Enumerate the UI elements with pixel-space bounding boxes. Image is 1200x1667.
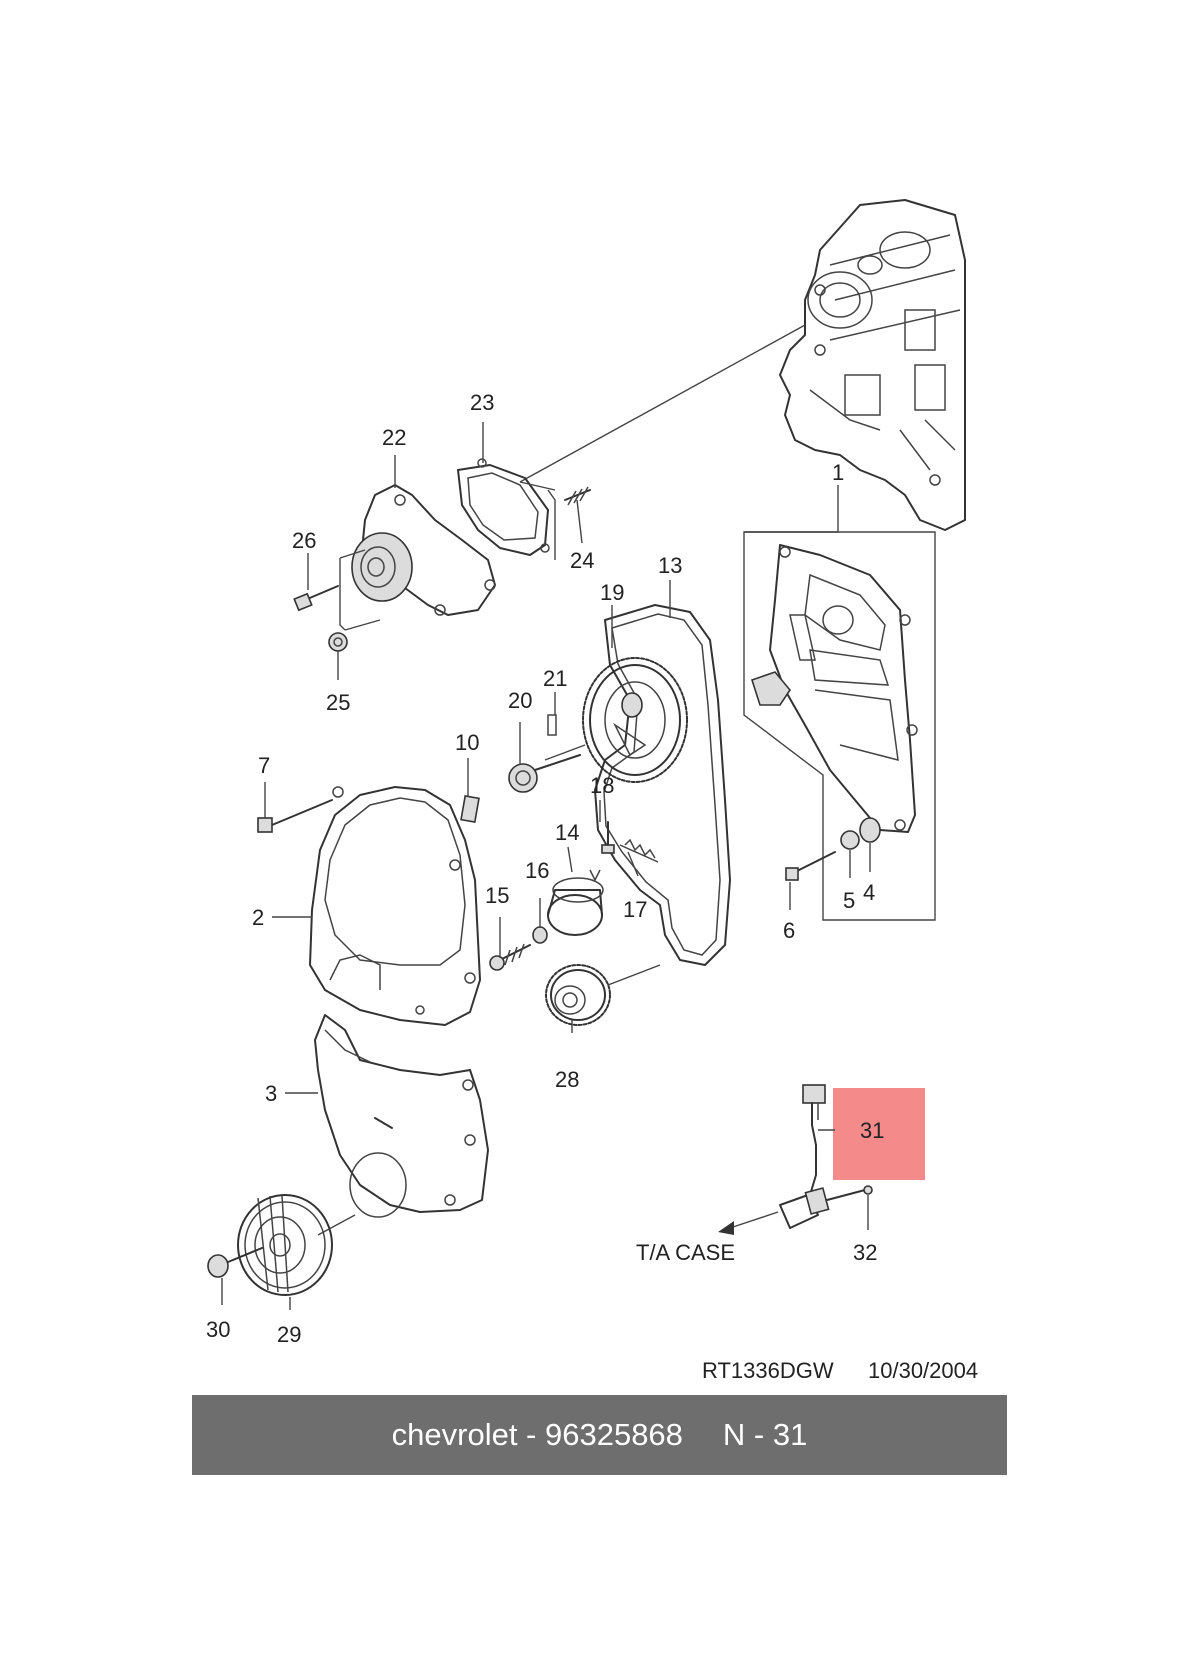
pulley-axis (317, 1214, 356, 1236)
sensor-bolt (863, 1185, 873, 1195)
callout-5: 5 (843, 888, 855, 913)
cam-bolt-axis (544, 744, 586, 761)
camshaft-sprocket (582, 657, 688, 783)
callout-25: 25 (326, 690, 350, 715)
callout-18: 18 (590, 773, 614, 798)
gasket-guide-lines (519, 481, 556, 560)
camshaft-bolt (508, 754, 581, 793)
caption-position-text: N - 31 (722, 1417, 808, 1452)
woodruff-key (547, 714, 557, 736)
callout-32: 32 (853, 1240, 877, 1265)
callout-3: 3 (265, 1081, 277, 1106)
drawing-date: 10/30/2004 (868, 1358, 978, 1383)
rear-timing-cover (751, 544, 918, 833)
crankshaft-sprocket (545, 964, 611, 1026)
callout-16: 16 (525, 858, 549, 883)
crankshaft-pulley (237, 1194, 333, 1296)
leader-lines (221, 422, 871, 1310)
pump-bolt (293, 585, 339, 612)
highlight-box (833, 1088, 925, 1180)
callout-7: 7 (258, 753, 270, 778)
upper-cover-bolt (257, 799, 333, 833)
cover-bolt (785, 851, 836, 881)
upper-front-cover (309, 786, 481, 1026)
callout-2: 2 (252, 905, 264, 930)
speed-sensor-harness (802, 1084, 826, 1196)
caption-bar: chevrolet - 96325868 N - 31 (192, 1395, 1007, 1475)
engine-block (779, 199, 966, 531)
pump-nut (328, 632, 348, 652)
callout-24: 24 (570, 548, 594, 573)
callout-22: 22 (382, 425, 406, 450)
callout-21: 21 (543, 666, 567, 691)
lower-front-cover (314, 1014, 489, 1218)
callout-15: 15 (485, 883, 509, 908)
rear-cover-bracket (743, 531, 936, 921)
callout-17: 17 (623, 897, 647, 922)
callout-4: 4 (863, 880, 875, 905)
rear-cover-leader-top (744, 485, 839, 533)
callout-29: 29 (277, 1322, 301, 1347)
belt-tensioner (547, 869, 604, 936)
callout-28: 28 (555, 1067, 579, 1092)
pulley-bolt (207, 1247, 263, 1278)
callout-26: 26 (292, 528, 316, 553)
speed-sensor (779, 1187, 866, 1229)
caption-part-text: chevrolet - 96325868 (391, 1417, 683, 1452)
callout-20: 20 (508, 688, 532, 713)
callout-1: 1 (832, 460, 844, 485)
tensioner-washer (532, 926, 548, 944)
callout-labels: 1 2 3 4 5 6 7 10 13 14 15 16 17 18 19 20… (206, 390, 978, 1383)
callout-6: 6 (783, 918, 795, 943)
stud (564, 486, 591, 506)
pump-guide-lines (339, 549, 381, 631)
washer (840, 830, 860, 850)
crank-sprocket-axis (607, 964, 661, 986)
ta-case-arrow-line (729, 1211, 779, 1229)
callout-31: 31 (860, 1118, 884, 1143)
callout-13: 13 (658, 553, 682, 578)
alignment-line-block (519, 324, 806, 483)
water-pump-gasket (457, 458, 550, 556)
dowel-pin (460, 795, 480, 823)
drawing-code: RT1336DGW (702, 1358, 834, 1383)
tensioner-bolt (489, 943, 531, 971)
tensioner-spring (619, 838, 659, 863)
direction-label: T/A CASE (636, 1240, 735, 1265)
ta-case-arrow-head (718, 1221, 734, 1235)
callout-10: 10 (455, 730, 479, 755)
callout-30: 30 (206, 1317, 230, 1342)
callout-19: 19 (600, 580, 624, 605)
spacer (859, 817, 881, 843)
water-pump (351, 484, 496, 616)
callout-14: 14 (555, 820, 579, 845)
timing-belt (594, 604, 731, 966)
spring-pin-head (601, 844, 615, 854)
callout-23: 23 (470, 390, 494, 415)
